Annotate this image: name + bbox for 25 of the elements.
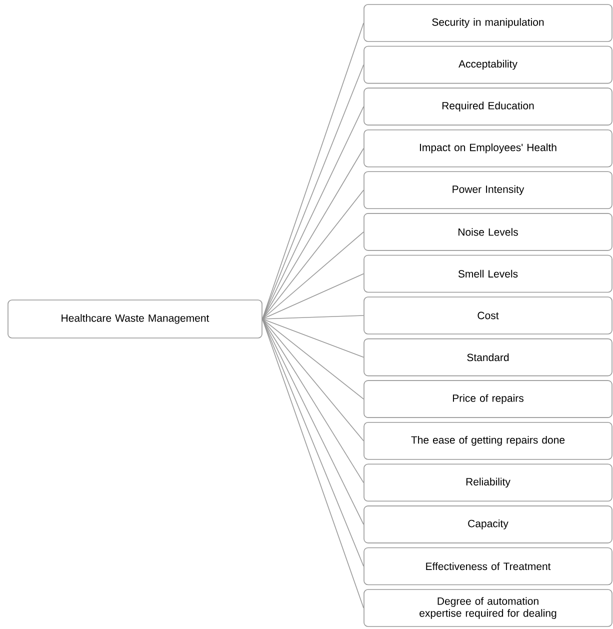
connector-line (262, 148, 364, 320)
text-box: Impact on Employees' Health (364, 129, 612, 168)
text-box: Degree of automation expertise required for dealing (364, 589, 612, 627)
text-box: Price of repairs (364, 380, 612, 418)
connector-line (262, 315, 364, 320)
connector-line (262, 318, 364, 358)
text-box: Standard (364, 338, 612, 376)
text-box: Acceptability (364, 46, 612, 84)
text-box: Required Education (364, 88, 612, 126)
text-box: Reliability (364, 464, 612, 502)
text-box: Effectiveness of Treatment (364, 547, 612, 586)
connector-line (262, 318, 364, 484)
text-box: Capacity (364, 506, 612, 544)
text-box: Smell Levels (364, 254, 612, 293)
connector-line (262, 232, 364, 320)
connector-line (262, 318, 364, 400)
text-box: Power Intensity (364, 171, 612, 210)
connector-line (262, 190, 364, 320)
connector-line (262, 318, 364, 442)
text-box: The ease of getting repairs done (364, 422, 612, 460)
text-box: Cost (364, 296, 612, 334)
connector-line (262, 273, 364, 320)
text-box: Security in manipulation (364, 4, 612, 42)
text-box: Noise Levels (364, 213, 612, 251)
text-box: Healthcare Waste Management (8, 300, 262, 338)
